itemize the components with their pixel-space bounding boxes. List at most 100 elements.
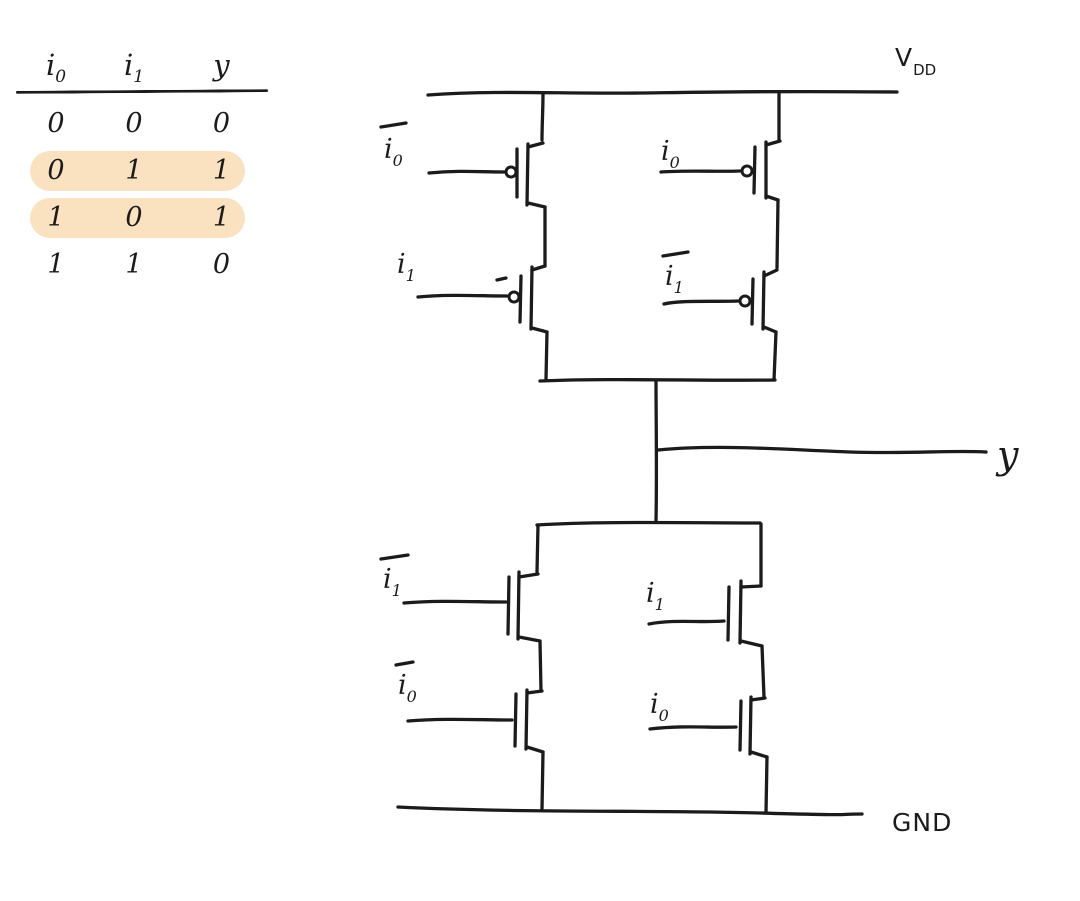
gate-wire [406, 717, 514, 723]
gate-wire [402, 599, 508, 605]
pulldown-network: i1 i0 i1 [379, 520, 769, 815]
stray-mark [495, 276, 508, 282]
gate-bubble [740, 164, 754, 178]
wire-node-to-nmos [535, 523, 540, 574]
drain-lead [530, 326, 549, 334]
cell: 1 [125, 249, 143, 280]
drain-lead [739, 584, 763, 589]
cell: 1 [47, 202, 65, 233]
gate-bar [726, 585, 731, 642]
gate-wire [647, 619, 726, 626]
vdd-rail [426, 89, 899, 97]
negation-bar [394, 660, 415, 667]
gate-wire [648, 725, 738, 731]
channel-bar [525, 142, 530, 207]
gate-label: i1 [383, 564, 402, 600]
channel-bar [738, 579, 743, 645]
gate-label: i1 [646, 578, 665, 614]
gate-bar [750, 277, 755, 326]
source-lead [749, 750, 769, 759]
gate-bar [518, 274, 523, 324]
source-lead [526, 141, 545, 149]
wire-to-gnd [540, 750, 545, 811]
gate-bar [752, 145, 757, 195]
transistor-pmos-pullup-right-top: i0 [659, 136, 782, 202]
gnd-label: GND [892, 808, 952, 837]
gate-bubble [738, 294, 752, 308]
gate-label: i0 [650, 689, 669, 725]
drain-lead [764, 194, 780, 202]
source-lead [762, 268, 779, 278]
gate-bar [738, 699, 743, 752]
gate-wire [427, 169, 506, 175]
header-y: y [213, 48, 230, 83]
channel-bar [516, 570, 521, 641]
cell: 1 [47, 249, 65, 280]
transistor-nmos-pulldown-right-bottom: i0 [648, 689, 769, 759]
transistor-pmos-pullup-right-bottom: i1 [661, 250, 779, 334]
header-i0: i0 [45, 48, 67, 87]
cell: 0 [212, 249, 231, 280]
wire-to-gnd [764, 755, 769, 815]
cell: 1 [125, 155, 143, 186]
transistor-nmos-pulldown-left-bottom: i0 [394, 660, 545, 754]
pullup-network: i0 i1 i0 [379, 91, 782, 383]
gate-label: i1 [665, 261, 684, 297]
gate-label: i0 [398, 670, 417, 706]
drain-lead [525, 689, 544, 695]
truth-table: i0 i1 y 0 0 0 0 1 1 1 0 1 1 1 0 [15, 40, 271, 291]
table-row: 0 0 0 [16, 103, 271, 145]
truth-table-body: 0 0 0 0 1 1 1 0 1 1 1 0 [16, 103, 271, 286]
wire-series [538, 639, 543, 693]
drain-lead [517, 572, 540, 579]
negation-bar [379, 121, 408, 129]
vdd-label: VDD [895, 43, 936, 79]
wire-series [760, 644, 766, 699]
table-row: 1 1 0 [16, 244, 271, 286]
gate-wire [659, 169, 742, 174]
gnd-rail [396, 805, 864, 817]
cell: 0 [125, 108, 143, 139]
gate-label: i0 [661, 136, 680, 172]
channel-bar [524, 688, 529, 751]
output-label: y [995, 433, 1019, 477]
source-lead [764, 139, 782, 147]
cell: 0 [47, 108, 65, 139]
wire-series [775, 198, 780, 270]
source-lead [517, 635, 542, 643]
transistor-nmos-pulldown-left-top: i1 [379, 553, 542, 643]
table-row-highlighted: 1 0 1 [16, 197, 271, 239]
output-wire [656, 445, 988, 455]
source-lead [525, 745, 545, 754]
cell: 0 [212, 108, 231, 139]
output-node: y [654, 379, 1019, 523]
transistor-pmos-pullup-left-bottom: i1 [397, 249, 549, 334]
source-lead [739, 639, 764, 648]
transistor-pmos-pullup-left-top: i0 [379, 121, 547, 209]
pulldown-node-bar [535, 520, 762, 527]
cell: 0 [125, 202, 143, 233]
cell: 1 [212, 202, 231, 233]
gate-label: i1 [397, 249, 416, 285]
gate-wire [416, 293, 509, 299]
negation-bar [379, 553, 410, 561]
wire-to-output-node [772, 330, 778, 382]
gate-bubble [504, 165, 518, 179]
transistor-nmos-pulldown-right-top: i1 [646, 578, 764, 648]
table-row-highlighted: 0 1 1 [16, 150, 271, 192]
drain-lead [526, 201, 547, 209]
cell: 1 [212, 155, 231, 186]
gate-bar [506, 575, 511, 636]
gate-label: i0 [384, 134, 403, 170]
gate-bubble [507, 290, 521, 304]
wire-to-output-node [544, 330, 549, 381]
drain-lead [749, 696, 767, 702]
cell: 0 [47, 155, 65, 186]
drain-lead [762, 325, 778, 334]
source-lead [530, 264, 547, 272]
negation-bar [661, 250, 690, 258]
wire-vdd-to-pmos [540, 91, 545, 142]
channel-bar [529, 265, 534, 331]
truth-table-header: i0 i1 y [16, 40, 271, 90]
